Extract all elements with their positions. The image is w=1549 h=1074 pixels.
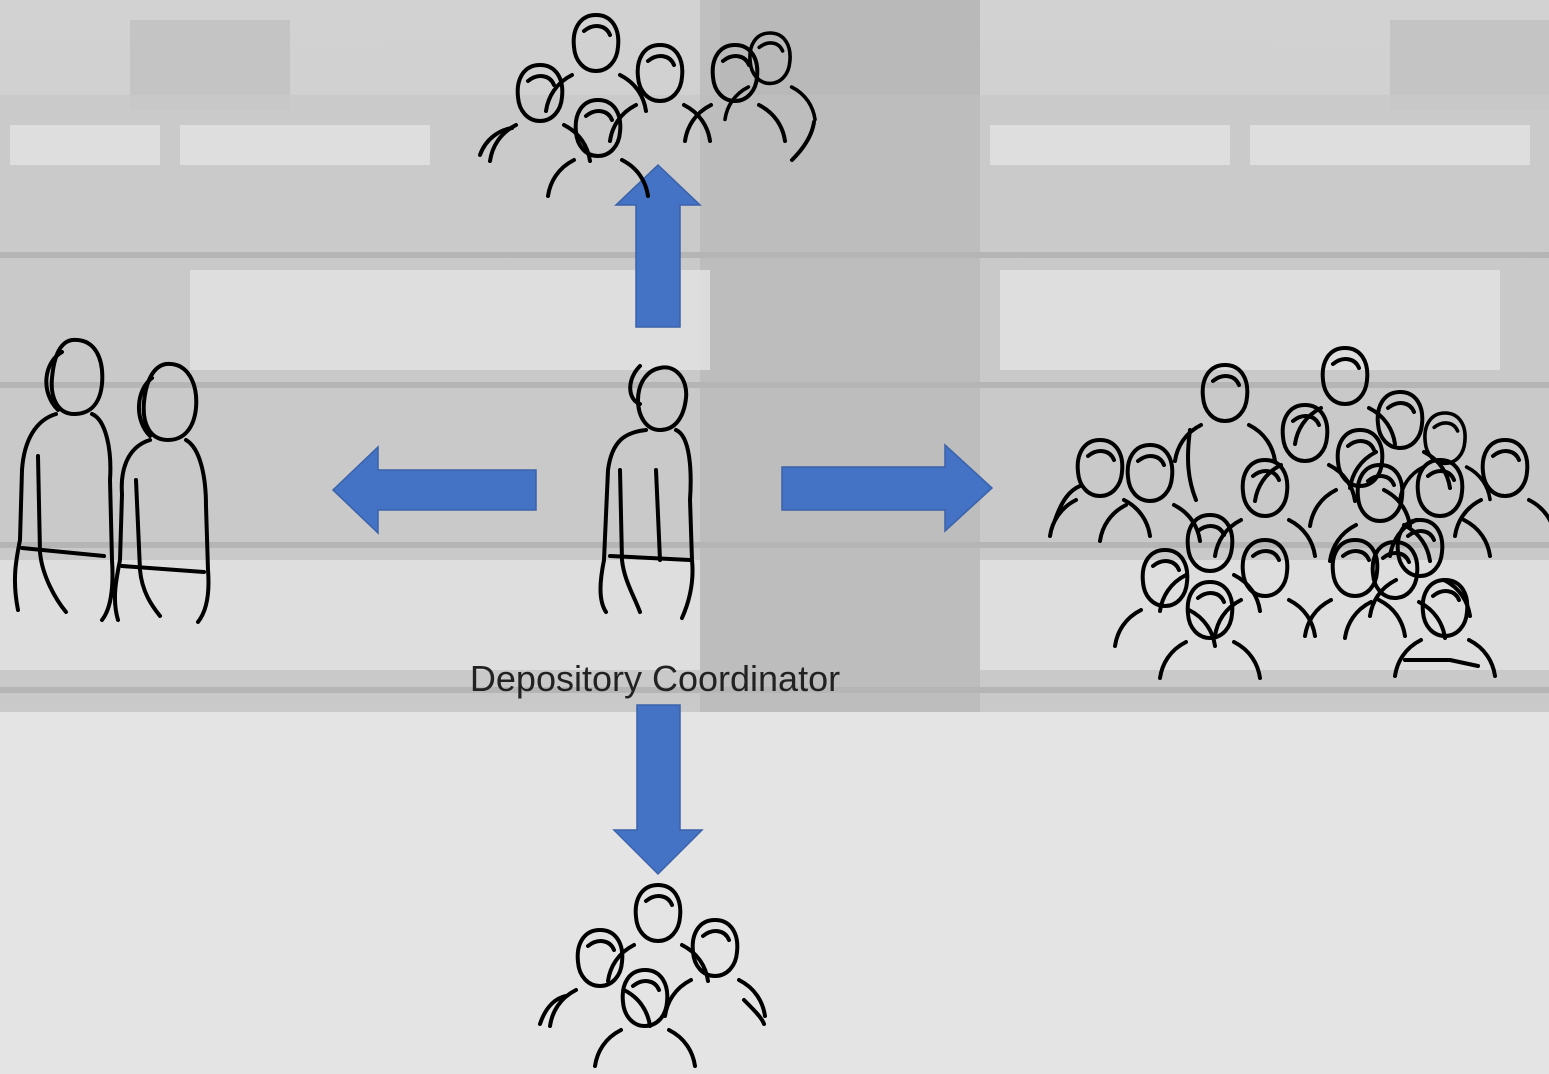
arrow-down bbox=[612, 704, 704, 876]
depository-coordinator-label: Depository Coordinator bbox=[469, 658, 841, 699]
arrow-right bbox=[781, 443, 994, 533]
large-crowd-icon bbox=[1050, 348, 1549, 678]
small-crowd-icon bbox=[538, 885, 765, 1066]
standing-person-icon bbox=[598, 364, 695, 620]
arrow-left bbox=[331, 445, 537, 535]
small-crowd-icon bbox=[478, 15, 815, 196]
arrow-up bbox=[614, 163, 702, 328]
two-people-icon bbox=[12, 337, 211, 624]
